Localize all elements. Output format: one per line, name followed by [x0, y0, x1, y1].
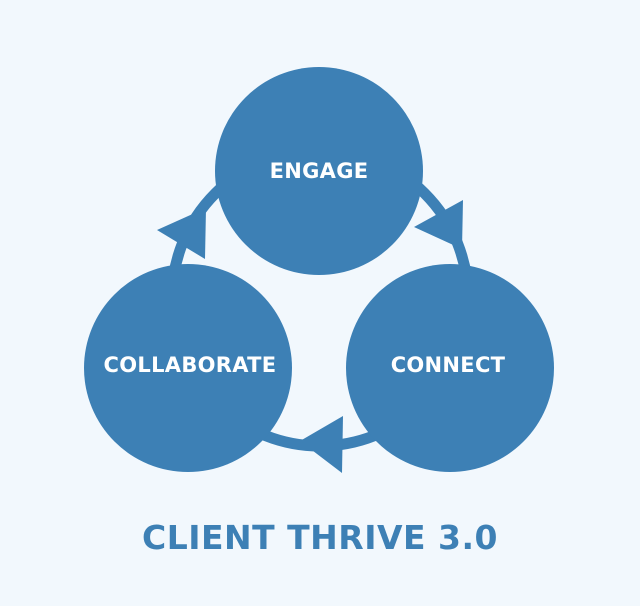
node-engage-label: ENGAGE — [270, 159, 369, 183]
node-connect: CONNECT — [346, 264, 554, 472]
arrow-collaborate-to-engage — [157, 208, 206, 259]
arrow-engage-to-connect — [414, 200, 463, 249]
node-engage: ENGAGE — [215, 67, 423, 275]
node-collaborate: COLLABORATE — [84, 264, 292, 472]
node-connect-label: CONNECT — [391, 353, 506, 377]
diagram-title: CLIENT THRIVE 3.0 — [141, 518, 499, 557]
arrow-connect-to-collaborate — [300, 416, 343, 473]
node-collaborate-label: COLLABORATE — [104, 353, 277, 377]
